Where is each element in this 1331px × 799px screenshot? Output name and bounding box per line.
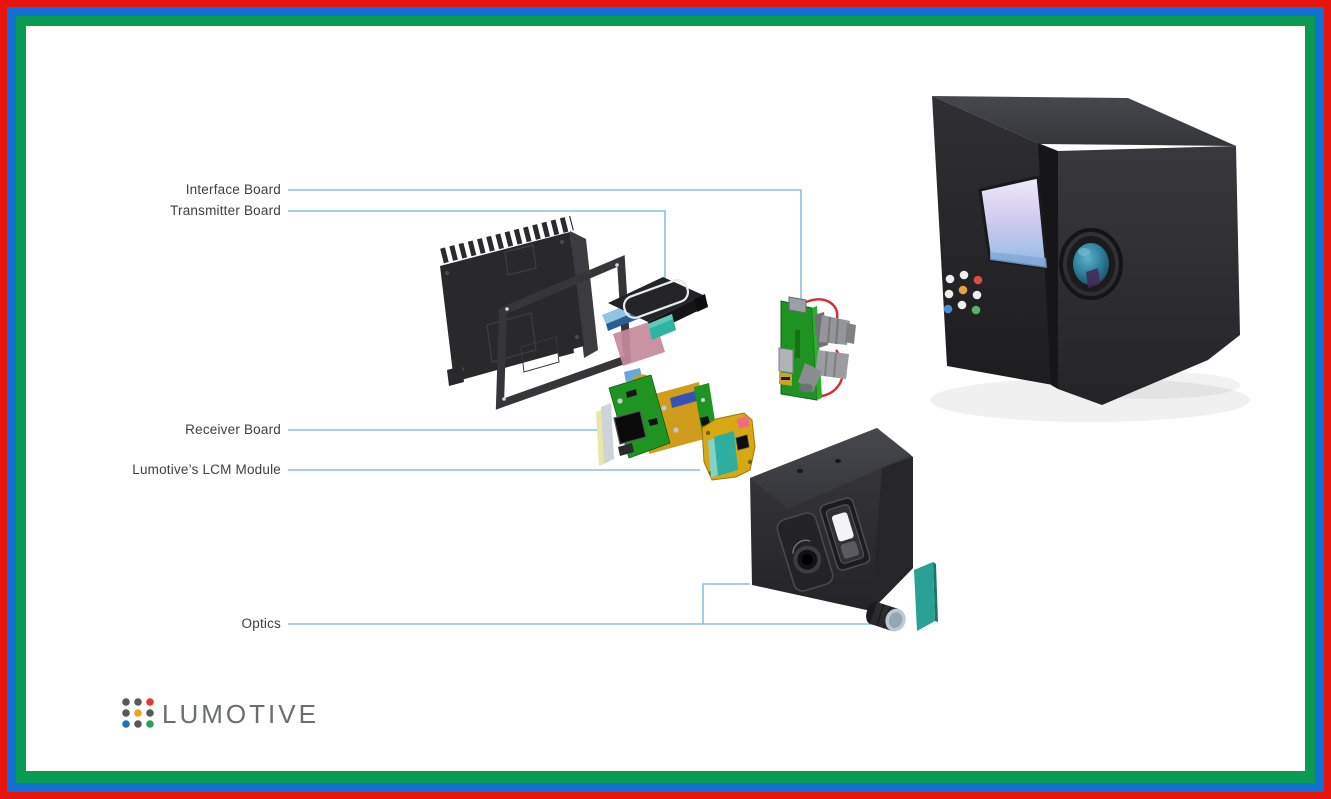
window-bottom-band — [990, 252, 1047, 268]
heatsink-side — [570, 231, 598, 358]
label-transmitter-board: Transmitter Board — [170, 203, 281, 218]
label-lcm-module: Lumotive’s LCM Module — [132, 462, 281, 477]
lumotive-wordmark: LUMOTIVE — [162, 699, 319, 729]
teal-element — [714, 431, 738, 476]
lumotive-logo-dots-icon — [122, 698, 154, 728]
top-hole — [796, 468, 804, 474]
transmitter-board-part — [602, 277, 708, 366]
lcm-chip — [735, 434, 750, 451]
filter-edge — [933, 562, 938, 622]
cable-gland-lower — [798, 350, 849, 393]
optical-filter — [914, 562, 938, 631]
product-photo — [930, 96, 1250, 422]
heatsink-fins — [440, 215, 574, 264]
pink-component — [737, 416, 750, 429]
optics-side — [871, 457, 913, 611]
mount-hole — [705, 430, 711, 436]
filter-face — [914, 562, 935, 631]
heatsink-recess — [520, 336, 560, 373]
label-optics: Optics — [242, 616, 282, 631]
screw-hole — [502, 397, 506, 401]
screw-hole — [505, 307, 509, 311]
device-lens — [1059, 228, 1123, 300]
lens-recess — [776, 512, 834, 592]
pcb-slot — [795, 330, 800, 358]
window-opening — [819, 497, 871, 571]
chip — [626, 389, 637, 398]
module-connector — [694, 294, 708, 312]
lcm-module-part — [701, 412, 756, 481]
pin — [701, 398, 705, 402]
standoff — [661, 405, 667, 411]
heatsink-recess — [504, 244, 537, 276]
chip — [648, 418, 658, 426]
backing-gray — [601, 403, 614, 463]
mount-hole — [747, 459, 753, 465]
label-receiver-board: Receiver Board — [185, 422, 281, 437]
leader-lines — [288, 189, 876, 625]
teal-connector-top — [648, 314, 673, 329]
side-connector — [778, 347, 794, 374]
module-top — [608, 277, 703, 322]
heatsink-recess — [486, 312, 537, 363]
lens-cylinder — [866, 601, 906, 632]
connector — [618, 443, 634, 456]
foot — [447, 366, 464, 386]
device-logo-dots — [943, 270, 983, 315]
interface-board-part — [778, 296, 856, 401]
screw — [575, 335, 579, 339]
screw-hole — [615, 263, 619, 267]
lumotive-logo: LUMOTIVE — [122, 698, 319, 729]
top-hole — [835, 459, 841, 463]
component-stripe — [781, 377, 790, 380]
screw — [560, 240, 564, 244]
flex-connector-blue — [670, 391, 697, 408]
optics-enclosure-part — [750, 428, 913, 611]
part-labels: Interface Board Transmitter Board Receiv… — [132, 182, 281, 631]
device-right-face — [1058, 146, 1240, 405]
standoff — [617, 398, 623, 404]
cable-gland-upper — [814, 312, 856, 348]
top-connector — [788, 296, 807, 314]
chip — [700, 416, 710, 426]
device-top — [932, 96, 1236, 146]
white-ring — [622, 279, 690, 319]
lens-highlight — [1078, 248, 1090, 256]
standoff — [673, 427, 679, 433]
label-interface-board: Interface Board — [186, 182, 281, 197]
leader-transmitter-board — [288, 210, 666, 278]
leader-interface-board — [288, 189, 802, 300]
optics-top — [750, 428, 911, 509]
sensor — [613, 410, 647, 445]
leader-optics — [288, 583, 876, 625]
lens-reflection — [1086, 268, 1100, 288]
screw — [445, 271, 449, 275]
foot — [557, 337, 574, 357]
